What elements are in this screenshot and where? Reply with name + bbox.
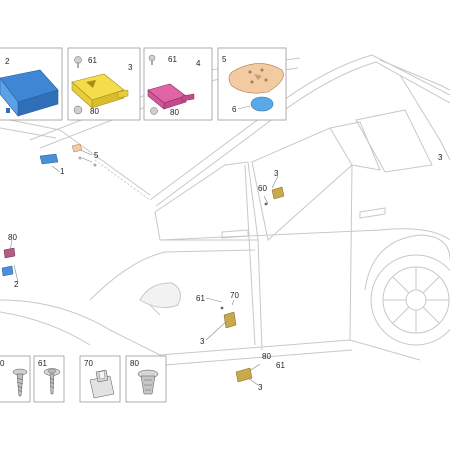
door-sensor (223, 311, 237, 329)
callout-61-sill: 61 (276, 361, 285, 370)
control-module-yellow (71, 73, 129, 109)
legend-label-0: 0 (0, 359, 5, 368)
legend-item-80: 80 (125, 355, 167, 403)
callout-5-panel: 5 (222, 55, 227, 64)
push-rivet-icon (137, 369, 159, 395)
screw-61-icon (148, 54, 156, 65)
screw-61-icon (74, 56, 82, 68)
detail-panel-5-6: 5 6 (217, 47, 287, 121)
callout-80-left: 80 (8, 233, 17, 242)
callout-80-sill: 80 (262, 352, 271, 361)
control-module-blue (0, 69, 59, 117)
legend-item-screw-a: 0 (0, 355, 31, 403)
detail-panel-2: 2 (0, 47, 63, 121)
front-sensor-blue (1, 265, 14, 277)
detail-panel-3: 61 3 80 (67, 47, 141, 121)
callout-70-door: 70 (230, 291, 239, 300)
legend-label-70: 70 (84, 359, 93, 368)
callout-80-panel4: 80 (170, 108, 179, 117)
legend-label-61: 61 (38, 359, 47, 368)
legend-item-61: 61 (33, 355, 65, 403)
leader-lines (9, 149, 279, 386)
adhesive-disc (250, 96, 274, 112)
callout-61-panel4: 61 (168, 55, 177, 64)
hardware-legend: 0 61 70 (0, 355, 167, 403)
washer-screw-icon (43, 368, 61, 395)
legend-item-70: 70 (79, 355, 121, 403)
callout-3-sill: 3 (258, 383, 263, 392)
mounting-pad (228, 63, 284, 94)
callout-6-panel: 6 (232, 105, 237, 114)
callout-4-panel: 4 (196, 59, 201, 68)
tapping-screw-icon (12, 368, 28, 397)
front-sensor-pink (3, 247, 16, 259)
clip-80-icon (73, 105, 83, 115)
callout-3-panel: 3 (128, 63, 133, 72)
callout-60-bpillar: 60 (258, 184, 267, 193)
callout-3-rear: 3 (438, 153, 443, 162)
callout-3-bpillar: 3 (274, 169, 279, 178)
sill-sensor (235, 367, 253, 383)
clip-80-icon (150, 107, 158, 115)
trim-clip-icon (89, 369, 115, 399)
detail-panel-4: 61 4 80 (143, 47, 213, 121)
roof-sensor-blue (39, 153, 59, 165)
legend-label-80: 80 (130, 359, 139, 368)
control-module-pink (147, 83, 195, 110)
callout-61-panel3: 61 (88, 56, 97, 65)
roof-mount-pad (71, 143, 83, 153)
callout-61-door: 61 (196, 294, 205, 303)
callout-80-panel3: 80 (90, 107, 99, 116)
callout-2-left: 2 (14, 280, 19, 289)
callout-5-roof: 5 (94, 151, 99, 160)
callout-3-door: 3 (200, 337, 205, 346)
callout-2-panel: 2 (5, 57, 10, 66)
bpillar-sensor (271, 186, 285, 200)
callout-1: 1 (60, 167, 65, 176)
